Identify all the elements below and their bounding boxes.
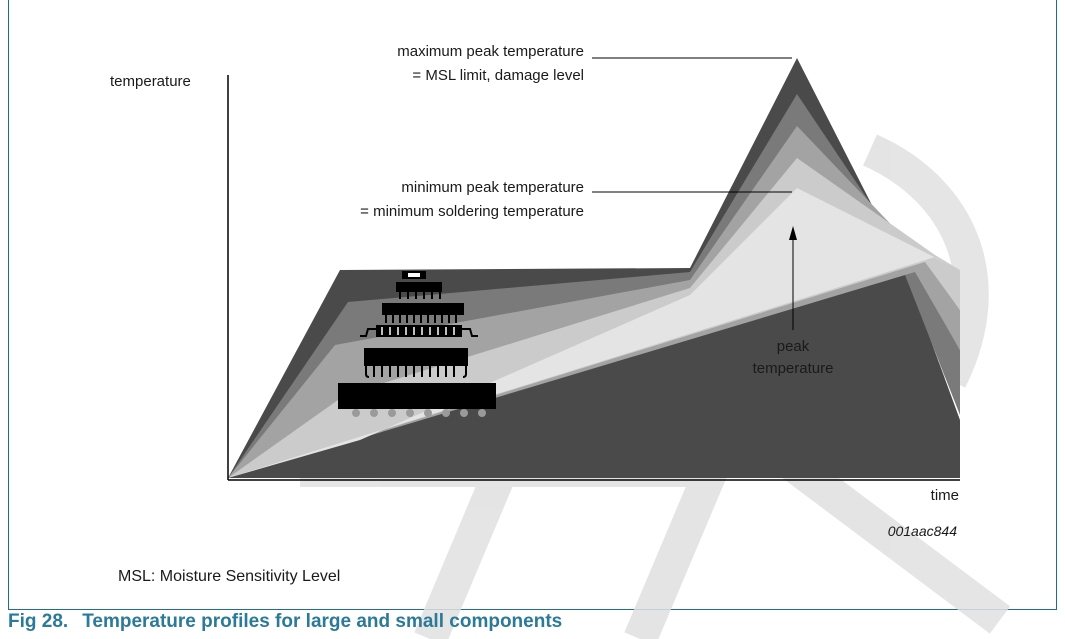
min-peak-label-line1: minimum peak temperature bbox=[401, 179, 584, 196]
figure-note: MSL: Moisture Sensitivity Level bbox=[118, 568, 341, 585]
peak-label-line2: temperature bbox=[753, 360, 834, 377]
peak-arrow-head bbox=[789, 226, 797, 240]
peak-label-line1: peak bbox=[777, 338, 810, 355]
component-large-jlead-package bbox=[364, 348, 468, 378]
component-gullwing-package bbox=[360, 325, 478, 337]
figure-title: Temperature profiles for large and small… bbox=[82, 611, 563, 632]
y-axis-label: temperature bbox=[110, 73, 191, 90]
max-peak-label-line1: maximum peak temperature bbox=[397, 43, 584, 60]
x-axis-label: time bbox=[931, 487, 959, 504]
component-small-chip bbox=[402, 271, 426, 279]
component-small-ic bbox=[396, 282, 442, 299]
profiles bbox=[228, 58, 960, 478]
watermark-stroke bbox=[862, 134, 989, 388]
min-peak-label-line2: = minimum soldering temperature bbox=[360, 203, 584, 220]
figure-caption: Fig 28. Temperature profiles for large an… bbox=[8, 608, 562, 639]
figure-number: Fig 28. bbox=[8, 611, 69, 632]
figure-code: 001aac844 bbox=[888, 523, 958, 539]
component-packages bbox=[338, 271, 496, 417]
max-peak-label-line2: = MSL limit, damage level bbox=[412, 67, 584, 84]
figure-frame bbox=[8, 0, 1057, 610]
profile-lightest bbox=[228, 188, 960, 478]
component-bga-package bbox=[338, 383, 496, 417]
component-medium-ic bbox=[382, 303, 464, 323]
